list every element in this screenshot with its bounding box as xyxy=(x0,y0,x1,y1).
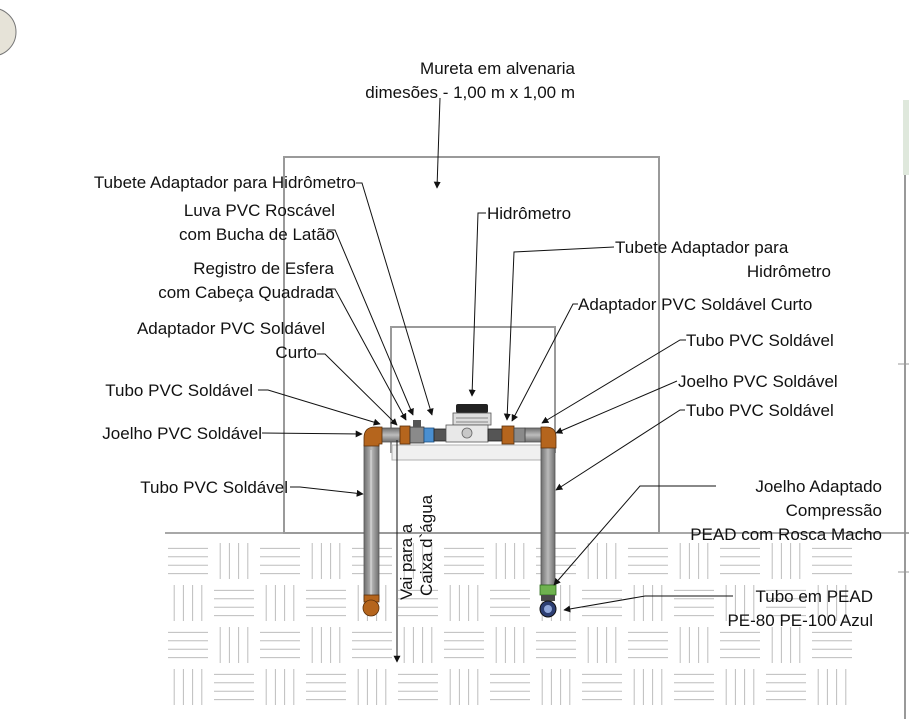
label-joelho-pead-line2: Compressão xyxy=(786,501,882,520)
ball-valve-stem xyxy=(413,420,421,427)
label-tubo-right-vertical: Tubo PVC Soldável xyxy=(686,401,834,420)
masonry-wall-outline xyxy=(283,156,660,534)
right-frame-edge xyxy=(898,100,909,719)
label-pead-line2: PE-80 PE-100 Azul xyxy=(727,611,873,630)
left-pipe-end xyxy=(362,599,380,617)
wall-label-line2: dimesões - 1,00 m x 1,00 m xyxy=(365,83,575,102)
right-soldable-adapter xyxy=(501,425,515,445)
label-joelho-right: Joelho PVC Soldável xyxy=(678,372,838,391)
corner-seal xyxy=(0,8,17,56)
label-tubete-right-line2: Hidrômetro xyxy=(747,262,831,281)
pead-compression-elbow xyxy=(539,584,557,596)
ball-valve xyxy=(409,426,425,444)
leader-lines xyxy=(258,97,733,663)
label-luva-line1: Luva PVC Roscável xyxy=(184,201,335,220)
label-joelho-pead-line1: Joelho Adaptado xyxy=(755,477,882,496)
label-vai-para-caixa-line2: Caixa d`água xyxy=(417,494,436,596)
label-adaptador-right: Adaptador PVC Soldável Curto xyxy=(578,295,812,314)
label-hidrometro: Hidrômetro xyxy=(487,204,571,223)
label-tubo-left-vertical: Tubo PVC Soldável xyxy=(140,478,288,497)
label-registro-line1: Registro de Esfera xyxy=(193,259,334,278)
right-meter-tail-adapter xyxy=(487,428,503,442)
labels: Mureta em alvenaria dimesões - 1,00 m x … xyxy=(94,59,882,630)
right-pvc-elbow xyxy=(540,426,557,449)
label-adaptador-left-line2: Curto xyxy=(275,343,317,362)
left-meter-tail-adapter xyxy=(433,428,447,442)
label-tubo-right-top: Tubo PVC Soldável xyxy=(686,331,834,350)
label-adaptador-left-line1: Adaptador PVC Soldável xyxy=(137,319,325,338)
wall-label-line1: Mureta em alvenaria xyxy=(420,59,576,78)
label-registro-line2: com Cabeça Quadrada xyxy=(158,283,334,302)
threaded-coupling-brass xyxy=(423,427,435,443)
label-joelho-left: Joelho PVC Soldável xyxy=(102,424,262,443)
right-vertical-pvc-pipe xyxy=(540,446,556,586)
label-tubete-left: Tubete Adaptador para Hidrômetro xyxy=(94,173,356,192)
left-soldable-adapter xyxy=(399,425,411,445)
water-meter xyxy=(445,404,492,443)
ground-hatch xyxy=(165,532,909,705)
meter-box-inner xyxy=(391,444,555,461)
left-pvc-elbow xyxy=(363,426,383,447)
right-horizontal-pvc-pipe xyxy=(524,427,544,443)
pvc-pipe-assembly xyxy=(362,404,557,618)
label-tubo-left-top: Tubo PVC Soldável xyxy=(105,381,253,400)
label-luva-line2: com Bucha de Latão xyxy=(179,225,335,244)
label-joelho-pead-line3: PEAD com Rosca Macho xyxy=(690,525,882,544)
label-tubete-right-line1: Tubete Adaptador para xyxy=(615,238,789,257)
label-vai-para-caixa-line1: Vai para a xyxy=(397,523,416,600)
label-pead-line1: Tubo em PEAD xyxy=(756,587,873,606)
